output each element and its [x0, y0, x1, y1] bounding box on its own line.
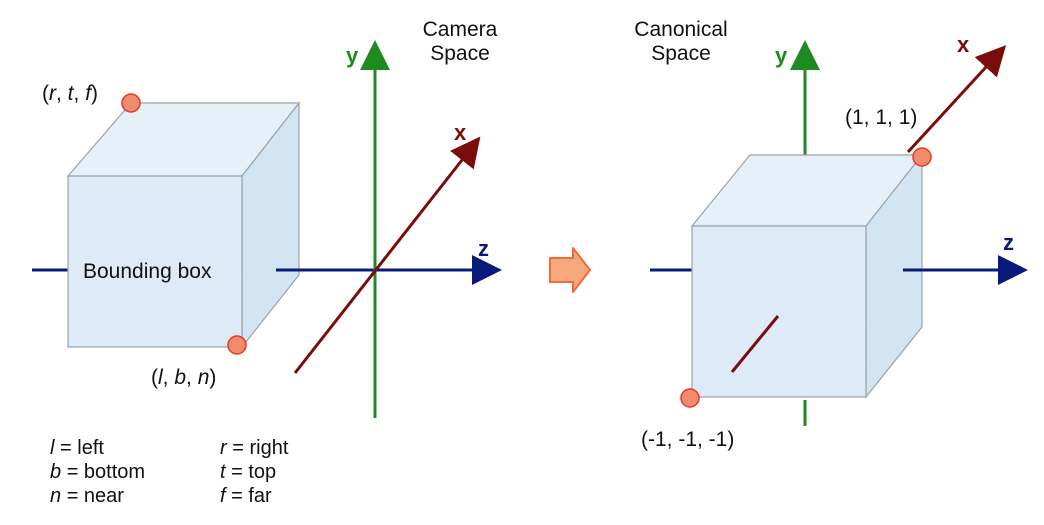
canonical-space-group [650, 40, 1028, 426]
transform-arrow-icon [549, 247, 591, 293]
bounding-box-front-face [67, 175, 243, 348]
corner-point-min [680, 388, 700, 408]
camera-x-axis [293, 136, 481, 374]
legend-item-far: f = far [220, 484, 288, 508]
legend-sym-b: b [50, 461, 62, 483]
camera-space-group [32, 40, 502, 418]
legend-text-left: = left [60, 437, 104, 459]
corner-label-rtf: (r, t, f) [42, 82, 99, 105]
canonical-space-title: Canonical Space [620, 18, 742, 66]
corner-rtf-f: f [85, 82, 92, 105]
corner-point-rtf [121, 93, 141, 113]
corner-lbn-b: b [174, 366, 187, 389]
canonical-z-axis-label: z [1003, 230, 1014, 255]
canonical-space-title-line2: Space [651, 42, 711, 66]
canonical-cube [690, 153, 924, 399]
camera-space-title-line2: Space [430, 42, 490, 66]
legend-sym-n: n [50, 485, 62, 507]
legend-sym-f: f [220, 485, 226, 507]
canonical-x-axis [906, 45, 1007, 154]
legend-sym-l: l [50, 437, 55, 459]
legend-column-right: r = right t = top f = far [220, 436, 288, 508]
camera-y-axis-label: y [346, 43, 359, 68]
legend-item-near: n = near [50, 484, 145, 508]
corner-label-min: (-1, -1, -1) [641, 428, 735, 451]
corner-label-max: (1, 1, 1) [845, 106, 918, 129]
camera-z-axis-label: z [478, 236, 489, 261]
legend-item-right: r = right [220, 436, 288, 460]
legend-column-left: l = left b = bottom n = near [50, 436, 145, 508]
corner-point-lbn [227, 335, 247, 355]
canonical-x-axis-inner-segment [730, 315, 780, 373]
bounding-box [66, 101, 301, 349]
corner-lbn-n: n [197, 366, 210, 389]
canonical-y-axis-label: y [775, 43, 788, 68]
legend-item-left: l = left [50, 436, 145, 460]
legend-item-top: t = top [220, 460, 288, 484]
legend-text-right: = right [232, 437, 289, 459]
camera-space-title: Camera Space [410, 18, 510, 66]
camera-x-axis-label: x [454, 120, 467, 145]
corner-rtf-r: r [49, 82, 56, 105]
legend-text-near: = near [66, 485, 124, 507]
bounding-box-label: Bounding box [83, 260, 212, 283]
corner-label-lbn: (l, b, n) [151, 366, 217, 389]
corner-point-max [912, 147, 932, 167]
legend-item-bottom: b = bottom [50, 460, 145, 484]
legend-text-top: = top [231, 461, 277, 483]
legend-sym-r: r [220, 437, 227, 459]
legend-text-bottom: = bottom [66, 461, 146, 483]
corner-lbn-l: l [158, 366, 163, 389]
legend-text-far: = far [231, 485, 272, 507]
corner-rtf-t: t [67, 82, 74, 105]
camera-space-title-line1: Camera [422, 18, 498, 41]
canonical-cube-front-face [691, 225, 867, 398]
canonical-space-title-line1: Canonical [634, 18, 728, 41]
canonical-x-axis-label: x [957, 32, 970, 57]
legend-sym-t: t [220, 461, 226, 483]
